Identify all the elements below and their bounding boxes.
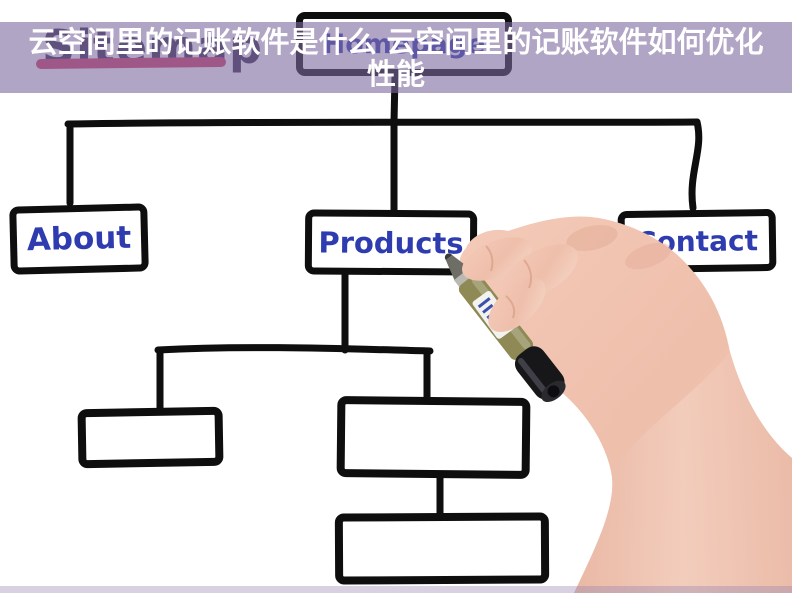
banner-title-line2: 性能: [366, 56, 425, 91]
marker-tip-cone: [445, 254, 471, 282]
finger-creases: [485, 245, 533, 319]
banner-title-line1: 云空间里的记账软件是什么 云空间里的记账软件如何优化: [28, 24, 764, 59]
bottom-strip: [0, 586, 792, 593]
connector-sub-horizontal: [154, 344, 434, 355]
forearm: [574, 352, 792, 593]
knuckle-shade-1: [566, 225, 618, 251]
knuckle-shade-2: [625, 242, 671, 270]
marker-cap-highlight: [517, 357, 548, 394]
marker-cap-end-dot: [547, 385, 560, 398]
title-banner: 云空间里的记账软件是什么 云空间里的记账软件如何优化 性能: [0, 22, 792, 93]
connector-contact-drop: [688, 118, 703, 212]
thumb: [488, 278, 546, 332]
connector-main-horizontal: [64, 118, 701, 128]
gripping-fingers: [462, 237, 578, 332]
